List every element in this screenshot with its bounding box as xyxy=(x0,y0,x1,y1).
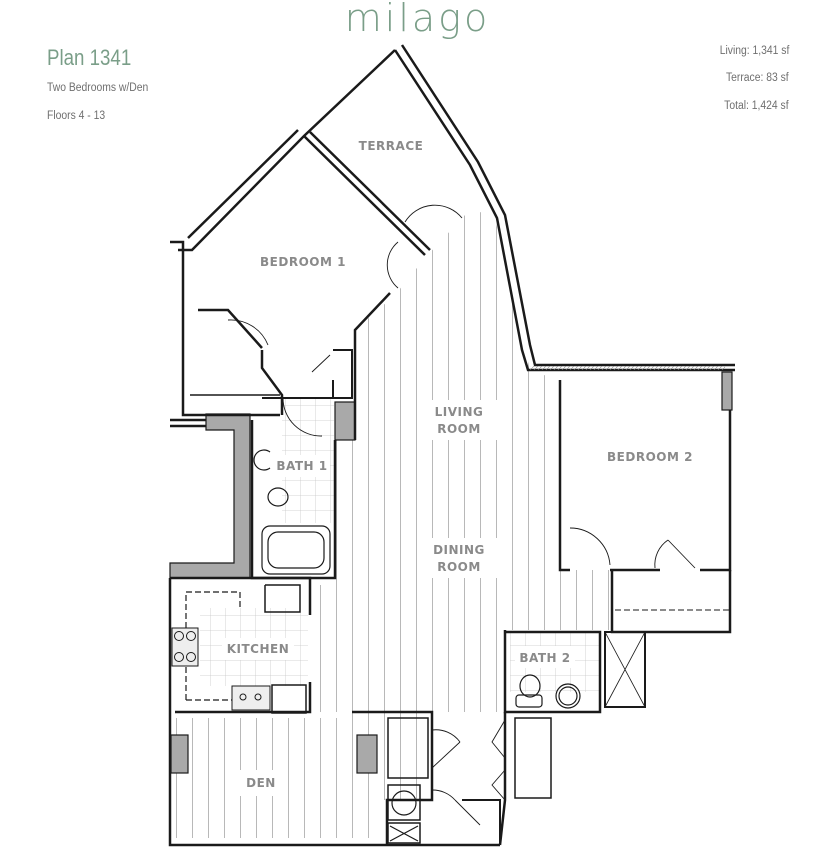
label-den: DEN xyxy=(246,776,276,790)
bath-fixtures xyxy=(253,449,581,842)
kitchen-sink xyxy=(231,685,271,711)
label-dining-2: ROOM xyxy=(437,560,481,574)
label-kitchen: KITCHEN xyxy=(227,642,290,656)
structural-columns xyxy=(169,371,733,774)
label-bath-1: BATH 1 xyxy=(276,459,327,473)
label-living-1: LIVING xyxy=(435,405,484,419)
label-bath-2: BATH 2 xyxy=(519,651,570,665)
terrace-area: Terrace: 83 sf xyxy=(726,72,789,84)
label-living-2: ROOM xyxy=(437,422,481,436)
plan-title: Plan 1341 xyxy=(47,45,132,70)
label-dining-1: DINING xyxy=(433,543,485,557)
label-bedroom-2: BEDROOM 2 xyxy=(607,450,693,464)
label-terrace: TERRACE xyxy=(359,139,424,153)
total-area: Total: 1,424 sf xyxy=(724,100,789,112)
door-swings xyxy=(227,204,696,826)
brand-logo: milago xyxy=(344,0,491,40)
window-bedroom2 xyxy=(530,366,725,370)
label-bedroom-1: BEDROOM 1 xyxy=(260,255,346,269)
plan-floors: Floors 4 - 13 xyxy=(47,110,106,122)
living-area: Living: 1,341 sf xyxy=(719,45,789,57)
stove xyxy=(171,627,199,667)
plan-subtitle: Two Bedrooms w/Den xyxy=(47,82,149,94)
